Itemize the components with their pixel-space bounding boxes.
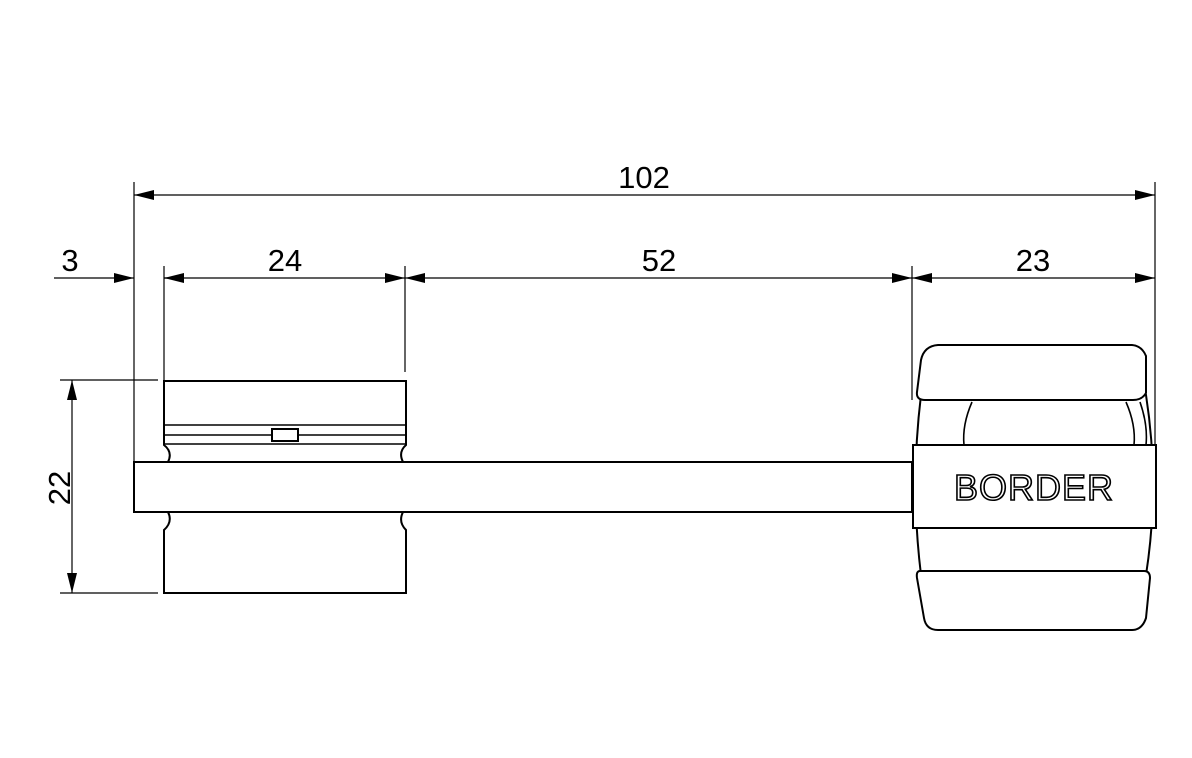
dimension-overall-length-label: 102 [618, 160, 670, 195]
dimension-left-offset-label: 3 [61, 243, 78, 278]
knob-brand-logo: BORDER [954, 467, 1114, 508]
knob-label-band [912, 444, 1157, 529]
dimension-knob-length-label: 23 [1016, 243, 1050, 278]
dimension-gap-length: 52 [405, 243, 912, 283]
dimension-gap-length-label: 52 [642, 243, 676, 278]
dimension-overall-length: 102 [134, 160, 1155, 200]
dimension-height-label: 22 [42, 471, 77, 505]
dimension-cylinder-length: 24 [164, 243, 405, 283]
dimension-height: 22 [42, 380, 77, 593]
cylinder-body [163, 380, 407, 594]
dimension-knob-length: 23 [912, 243, 1155, 283]
knob: BORDER [912, 344, 1157, 631]
spindle-bar [133, 461, 913, 513]
cylinder-screw-slot [271, 428, 299, 442]
dimension-cylinder-length-label: 24 [268, 243, 302, 278]
